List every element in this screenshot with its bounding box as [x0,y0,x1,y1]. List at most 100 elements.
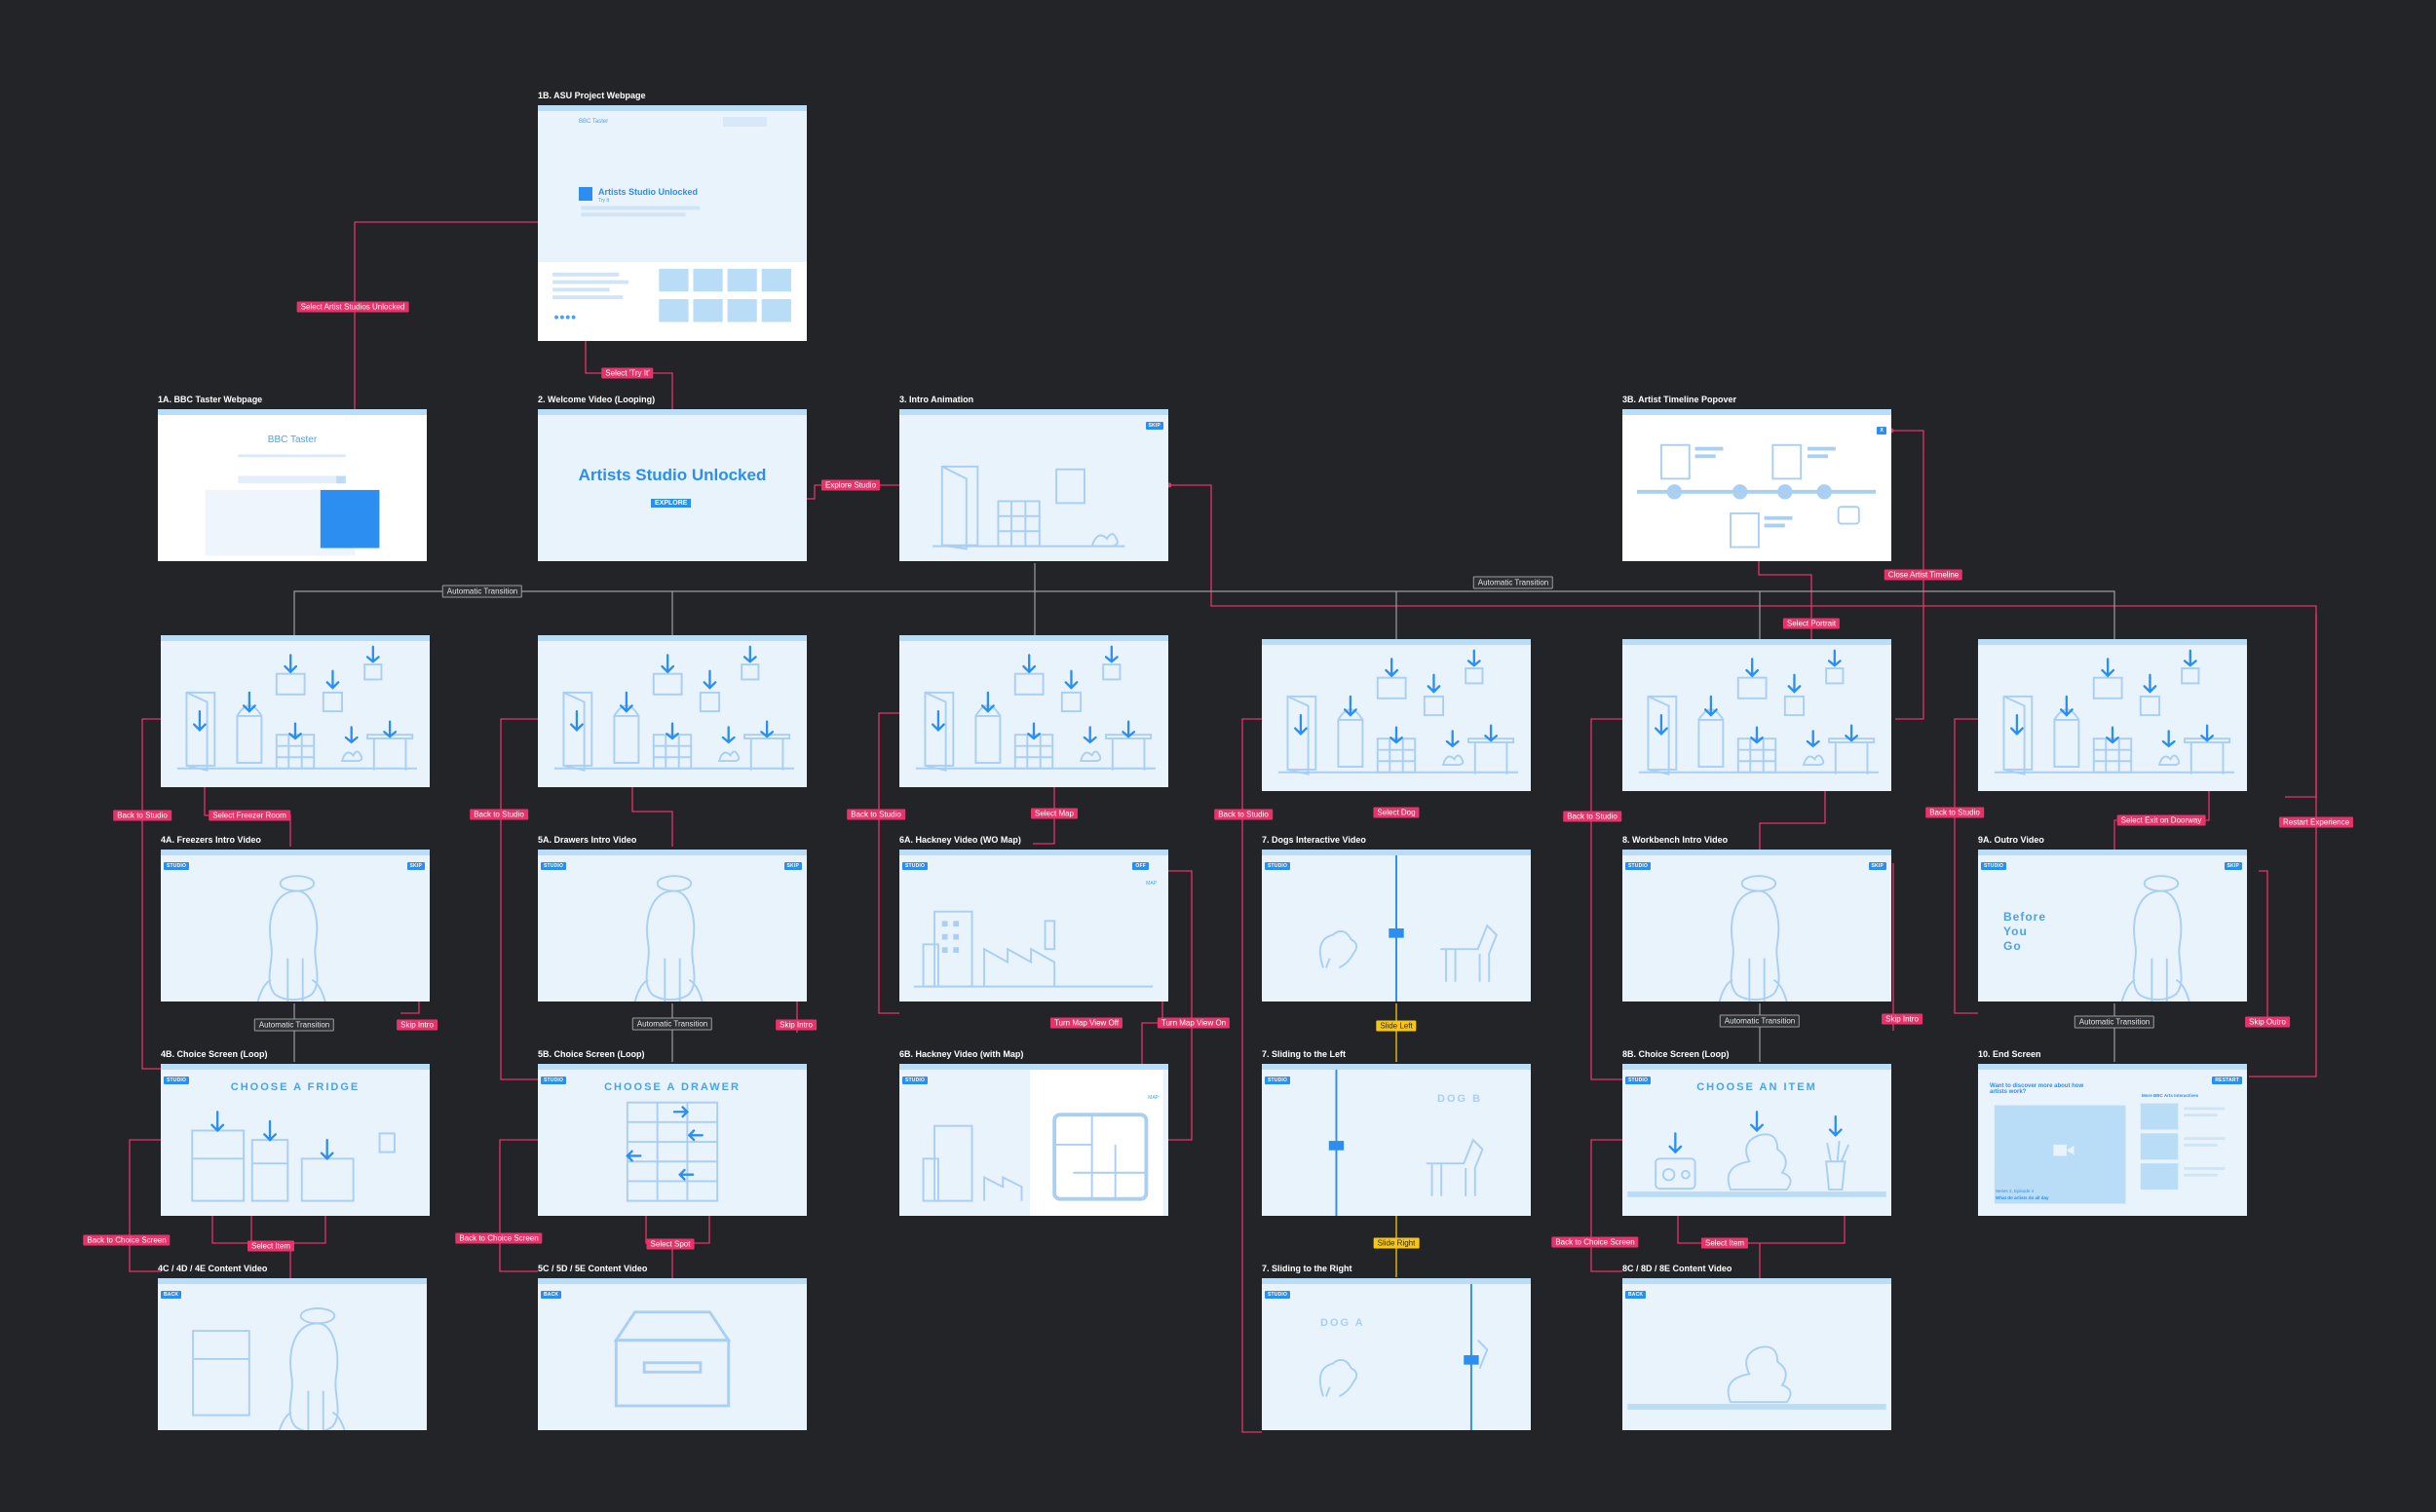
frame-title: 2. Welcome Video (Looping) [538,395,656,404]
label-automatic-transition: Automatic Transition [253,1018,335,1032]
drawers-illustration [626,1101,719,1202]
frame-title: 7. Sliding to the Left [1262,1049,1346,1059]
frame-choose-item-2 [538,635,807,787]
studio-button[interactable]: STUDIO [1625,1077,1652,1084]
label-back-to-studio: Back to Studio [1214,809,1273,820]
label-skip-intro: Skip Intro [776,1019,817,1031]
label-automatic-transition: Automatic Transition [441,585,523,598]
studio-button[interactable]: STUDIO [902,862,929,870]
studio-button[interactable]: STUDIO [541,1077,567,1084]
frame-item-content: 8C / 8D / 8E Content Video BACK [1622,1264,1891,1430]
explore-button[interactable]: EXPLORE [651,499,692,508]
frame-title: 3. Intro Animation [899,395,974,404]
dog-b-label: DOG B [1437,1093,1483,1105]
label-explore-studio: Explore Studio [820,479,881,491]
frame-dogs-interactive: 7. Dogs Interactive Video STUDIO [1262,835,1531,1002]
back-button[interactable]: BACK [541,1291,562,1299]
frame-title: 5C / 5D / 5E Content Video [538,1264,648,1273]
frame-drawers-intro: 5A. Drawers Intro Video STUDIO SKIP [538,835,807,1002]
map-toggle-caption: MAP [1148,1095,1159,1101]
label-automatic-transition: Automatic Transition [1719,1014,1801,1028]
frame-choose-item-4 [1262,639,1531,791]
back-button[interactable]: BACK [1625,1291,1647,1299]
timeline-illustration [1636,443,1877,548]
frame-fridge-choice: 4B. Choice Screen (Loop) STUDIO CHOOSE A… [161,1049,430,1216]
frame-drawer-content: 5C / 5D / 5E Content Video BACK [538,1264,807,1430]
frame-title: 9A. Outro Video [1978,835,2044,845]
choice-heading: CHOOSE A FRIDGE [230,1081,361,1093]
outro-text: Before You Go [2003,910,2046,954]
frame-choose-item-5 [1622,639,1891,791]
restart-button[interactable]: RESTART [2212,1077,2242,1084]
label-restart: Restart Experience [2278,816,2354,828]
label-back-to-choice: Back to Choice Screen [455,1232,543,1244]
frame-item-choice: 8B. Choice Screen (Loop) STUDIO CHOOSE A… [1622,1049,1891,1216]
studio-button[interactable]: STUDIO [1265,1077,1291,1084]
skip-button[interactable]: SKIP [2224,862,2242,870]
end-side-title: More BBC Arts Interactives [2142,1093,2199,1098]
dogs-illustration [1318,855,1499,1002]
label-skip-outro: Skip Outro [2245,1016,2290,1028]
frame-artist-timeline: 3B. Artist Timeline Popover X [1622,395,1891,561]
frame-title: 7. Sliding to the Right [1262,1264,1352,1273]
label-back-to-studio: Back to Studio [1563,811,1621,822]
back-button[interactable]: BACK [161,1291,182,1299]
studio-button[interactable]: STUDIO [902,1077,929,1084]
label-turn-map-off: Turn Map View Off [1049,1017,1123,1029]
frame-asu-webpage: 1B. ASU Project Webpage BBC Taster Artis… [538,91,807,341]
studio-button[interactable]: STUDIO [541,862,567,870]
frame-fridge-content: 4C / 4D / 4E Content Video BACK [158,1264,427,1430]
label-back-to-choice: Back to Choice Screen [83,1234,171,1246]
frame-title: 5B. Choice Screen (Loop) [538,1049,645,1059]
label-select-item: Select Item [247,1240,295,1252]
frame-title: 3B. Artist Timeline Popover [1622,395,1737,404]
frame-title: 4B. Choice Screen (Loop) [161,1049,268,1059]
label-select-try: Select 'Try It' [601,367,654,379]
frame-choose-item-6 [1978,639,2247,791]
studio-button[interactable]: STUDIO [1265,862,1291,870]
frame-workbench-intro: 8. Workbench Intro Video STUDIO SKIP [1622,835,1891,1002]
studio-button[interactable]: STUDIO [1265,1291,1291,1299]
studio-button[interactable]: STUDIO [164,1077,190,1084]
frame-title: 6A. Hackney Video (WO Map) [899,835,1021,845]
label-back-to-choice: Back to Choice Screen [1551,1236,1639,1248]
frame-title: 4A. Freezers Intro Video [161,835,261,845]
frame-title: 8. Workbench Intro Video [1622,835,1729,845]
skip-button[interactable]: SKIP [1868,862,1886,870]
choice-heading: CHOOSE AN ITEM [1696,1081,1817,1093]
frame-title: 4C / 4D / 4E Content Video [158,1264,268,1273]
label-select-dog: Select Dog [1373,807,1420,818]
outro-line: You [2003,925,2028,938]
frame-welcome-video: 2. Welcome Video (Looping) Artists Studi… [538,395,807,561]
label-turn-map-on: Turn Map View On [1157,1017,1231,1029]
frame-title: 6B. Hackney Video (with Map) [899,1049,1024,1059]
label-back-to-studio: Back to Studio [847,809,905,820]
hackney-map-illustration [922,1070,1163,1216]
label-close-timeline: Close Artist Timeline [1884,569,1963,581]
frame-hackney-wo-map: 6A. Hackney Video (WO Map) STUDIO OFF MA… [899,835,1168,1002]
label-automatic-transition: Automatic Transition [631,1017,713,1031]
frame-slide-left: 7. Sliding to the Left STUDIO DOG B [1262,1049,1531,1216]
close-button[interactable]: X [1877,427,1886,435]
frame-title: 5A. Drawers Intro Video [538,835,637,845]
studio-button[interactable]: STUDIO [164,862,190,870]
end-video-subcaption: What do artists do all day [1996,1195,2049,1200]
asu-header-text: BBC Taster [579,119,609,125]
studio-button[interactable]: STUDIO [1625,862,1652,870]
label-select-freezer: Select Freezer Room [209,810,290,821]
frame-hackney-map: 6B. Hackney Video (with Map) STUDIO ON M… [899,1049,1168,1216]
label-skip-intro: Skip Intro [1882,1013,1922,1025]
frame-choose-item-1 [161,635,430,787]
outro-line: Go [2003,939,2022,953]
try-it-block [320,489,380,548]
label-select-item: Select Item [1700,1237,1749,1249]
label-back-to-studio: Back to Studio [1925,807,1984,818]
skip-button[interactable]: SKIP [1145,422,1163,430]
map-toggle-button[interactable]: OFF [1132,862,1149,870]
skip-button[interactable]: SKIP [783,862,802,870]
label-select-asu: Select Artist Studios Unlocked [296,301,409,313]
outro-line: Before [2003,910,2047,924]
item-content-illustration [1627,1345,1886,1410]
studio-button[interactable]: STUDIO [1981,862,2007,870]
welcome-headline: Artists Studio Unlocked [578,466,767,484]
